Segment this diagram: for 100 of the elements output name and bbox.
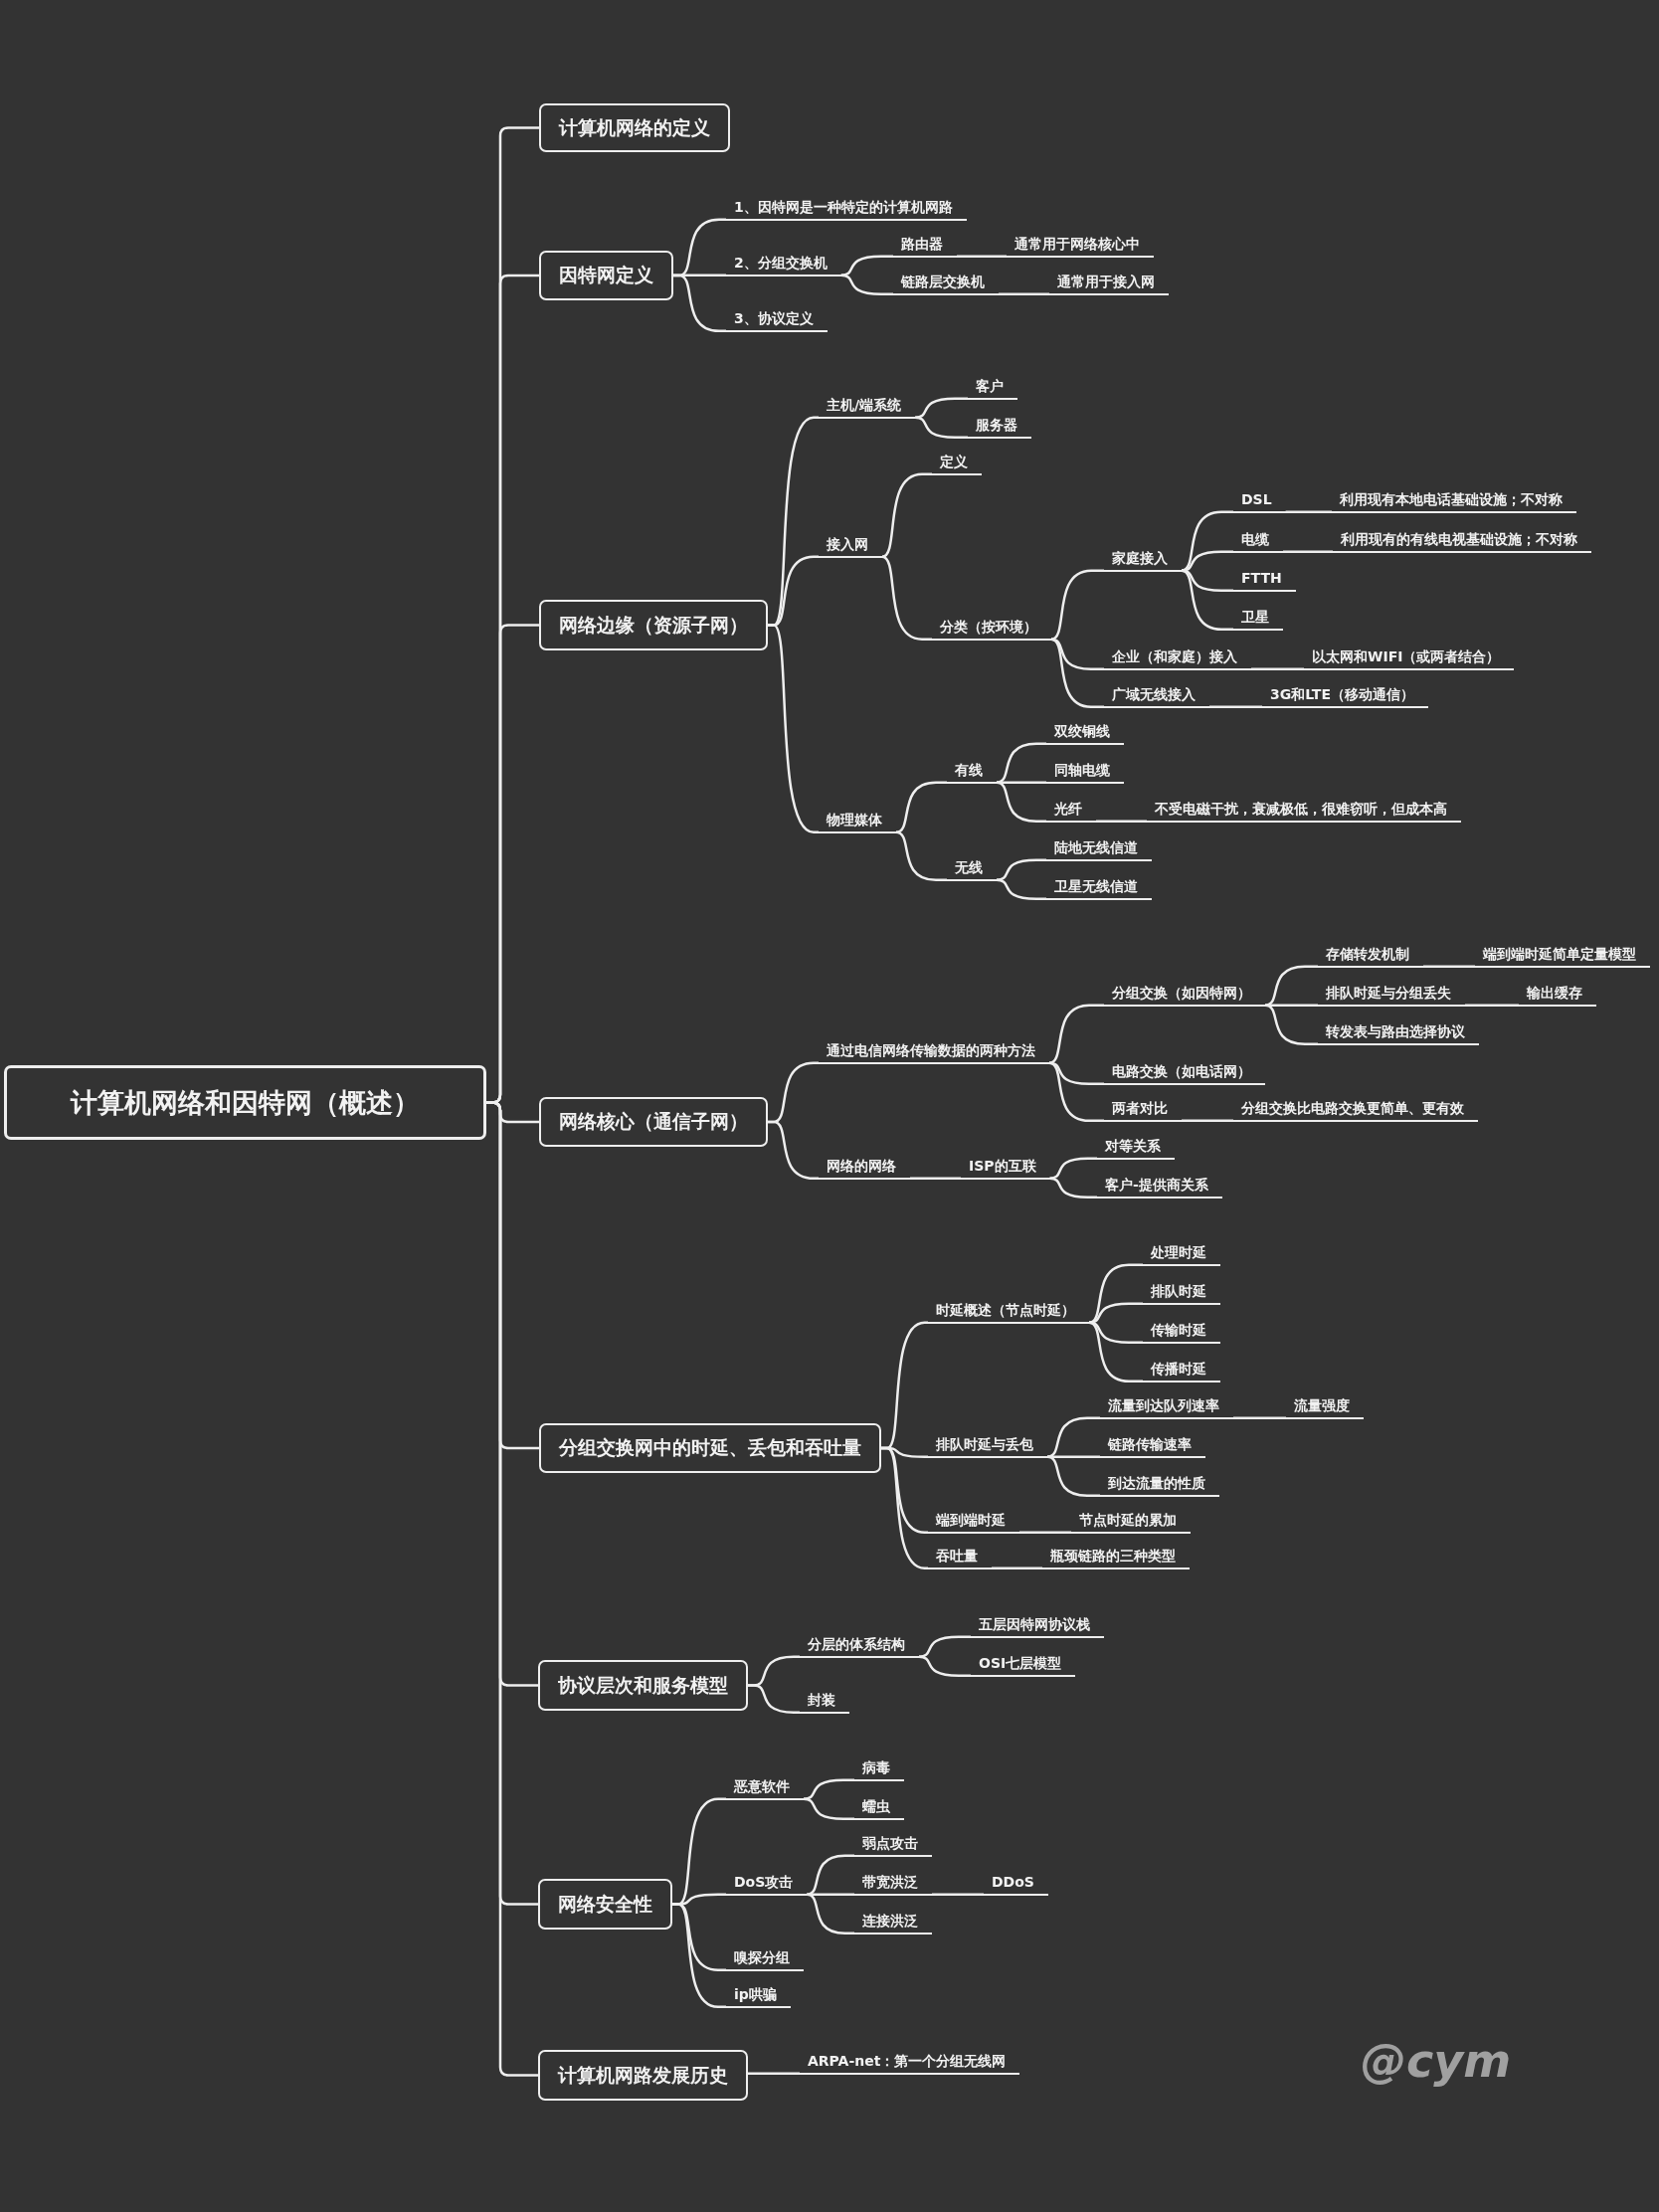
branch-line <box>1019 1531 1071 1534</box>
branch-line <box>910 1177 961 1180</box>
subtopic-label: 通过电信网络传输数据的两种方法 <box>819 1040 1049 1064</box>
branch-line <box>995 878 1046 900</box>
subtopic-label: 弱点攻击 <box>854 1833 932 1857</box>
subtopic-label: 主机/端系统 <box>819 395 916 419</box>
branch-line <box>1096 820 1147 823</box>
subtopic-label: 电路交换（如电话网） <box>1104 1061 1265 1085</box>
subtopic-label: 2、分组交换机 <box>726 253 841 276</box>
subtopic-label: 企业（和家庭）接入 <box>1104 646 1251 670</box>
branch-line <box>1087 1321 1143 1382</box>
branch-line <box>748 1684 800 1714</box>
branch-line <box>806 1854 854 1896</box>
branch-line <box>913 397 968 419</box>
branch-line <box>1047 1061 1104 1122</box>
branch-line <box>1182 1119 1233 1122</box>
subtopic-label: 利用现有的有线电视基础设施；不对称 <box>1333 529 1591 553</box>
branch-line <box>839 274 893 295</box>
branch-line <box>917 1635 971 1658</box>
branch-line <box>1233 1416 1286 1419</box>
branch-line <box>995 858 1046 881</box>
subtopic-label: ip哄骗 <box>726 1984 791 2008</box>
subtopic-label: 卫星无线信道 <box>1046 876 1152 900</box>
subtopic-label: 同轴电缆 <box>1046 760 1124 784</box>
subtopic-label: 排队时延 <box>1143 1281 1220 1305</box>
topic-box: 网络核心（通信子网） <box>539 1097 768 1147</box>
subtopic-label: 链路层交换机 <box>893 272 999 295</box>
topic-box: 计算机网路发展历史 <box>538 2050 748 2101</box>
subtopic-label: 端到端时延 <box>928 1510 1019 1534</box>
branch-line <box>894 830 947 881</box>
subtopic-label: 有线 <box>947 760 997 784</box>
branch-line <box>1045 1455 1100 1497</box>
branch-line <box>1047 1004 1104 1064</box>
subtopic-label: 利用现有本地电话基础设施；不对称 <box>1332 489 1576 513</box>
subtopic-label: 通常用于接入网 <box>1049 272 1169 295</box>
subtopic-label: ARPA-net：第一个分组无线网 <box>800 2051 1020 2075</box>
subtopic-label: 光纤 <box>1046 799 1096 823</box>
subtopic-label: 两者对比 <box>1104 1098 1182 1122</box>
branch-line <box>1251 667 1304 670</box>
subtopic-label: 恶意软件 <box>726 1776 804 1800</box>
branch-line <box>839 255 893 276</box>
subtopic-label: 处理时延 <box>1143 1242 1220 1266</box>
topic-box: 计算机网络的定义 <box>539 103 730 152</box>
subtopic-label: 以太网和WIFI（或两者结合） <box>1304 646 1515 670</box>
subtopic-label: 物理媒体 <box>819 810 896 833</box>
subtopic-label: 存储转发机制 <box>1318 944 1423 968</box>
topic-box: 网络安全性 <box>538 1879 672 1930</box>
branch-line <box>913 416 968 439</box>
branch-line <box>806 1893 854 1935</box>
subtopic-label: DSL <box>1233 489 1286 513</box>
subtopic-label: 流量到达队列速率 <box>1100 1395 1233 1419</box>
branch-line <box>1263 965 1318 1007</box>
subtopic-label: 分组交换比电路交换更简单、更有效 <box>1233 1098 1478 1122</box>
subtopic-label: 分组交换（如因特网） <box>1104 983 1265 1007</box>
branch-line <box>748 2072 800 2075</box>
subtopic-label: 病毒 <box>854 1757 904 1781</box>
subtopic-label: 分类（按环境） <box>932 617 1051 641</box>
subtopic-label: 广域无线接入 <box>1104 684 1209 708</box>
subtopic-label: 嗅探分组 <box>726 1947 804 1971</box>
branch-line <box>1048 1157 1097 1180</box>
subtopic-label: 3G和LTE（移动通信） <box>1262 684 1428 708</box>
subtopic-label: 节点时延的累加 <box>1071 1510 1191 1534</box>
subtopic-label: 对等关系 <box>1097 1136 1175 1160</box>
subtopic-label: 流量强度 <box>1286 1395 1364 1419</box>
subtopic-label: 服务器 <box>968 415 1031 439</box>
subtopic-label: 不受电磁干扰，衰减极低，很难窃听，但成本高 <box>1147 799 1461 823</box>
subtopic-label: 传播时延 <box>1143 1359 1220 1382</box>
subtopic-label: DDoS <box>984 1872 1048 1896</box>
subtopic-label: 封装 <box>800 1690 849 1714</box>
branch-line <box>768 1120 819 1180</box>
subtopic-label: 1、因特网是一种特定的计算机网路 <box>726 197 967 221</box>
branch-line <box>1048 1177 1097 1198</box>
branch-line <box>802 1778 854 1800</box>
subtopic-label: 客户 <box>968 376 1017 400</box>
subtopic-label: 通常用于网络核心中 <box>1007 234 1154 258</box>
subtopic-label: 端到端时延简单定量模型 <box>1475 944 1650 968</box>
branch-line <box>768 624 819 833</box>
branch-line <box>999 292 1049 295</box>
subtopic-label: 链路传输速率 <box>1100 1434 1205 1458</box>
branch-line <box>673 274 726 332</box>
central-topic-box: 计算机网络和因特网（概述） <box>4 1065 486 1140</box>
branch-line <box>1049 569 1104 641</box>
subtopic-label: OSI七层模型 <box>971 1653 1076 1677</box>
branch-line <box>802 1797 854 1820</box>
subtopic-label: 连接洪泛 <box>854 1911 932 1935</box>
subtopic-label: DoS攻击 <box>726 1872 808 1896</box>
branch-line <box>992 1567 1042 1569</box>
branch-line <box>1049 638 1104 708</box>
subtopic-label: 定义 <box>932 452 982 475</box>
topic-box: 分组交换网中的时延、丢包和吞吐量 <box>539 1423 881 1473</box>
subtopic-label: 转发表与路由选择协议 <box>1318 1021 1479 1045</box>
branch-line <box>1087 1302 1143 1324</box>
subtopic-label: 客户-提供商关系 <box>1097 1175 1222 1198</box>
subtopic-label: 排队时延与丢包 <box>928 1434 1047 1458</box>
branch-line <box>1283 550 1333 553</box>
branch-line <box>932 1893 984 1896</box>
branch-line <box>995 742 1046 784</box>
subtopic-label: 到达流量的性质 <box>1100 1473 1219 1497</box>
branch-line <box>1263 1004 1318 1045</box>
branch-line <box>881 1446 928 1569</box>
